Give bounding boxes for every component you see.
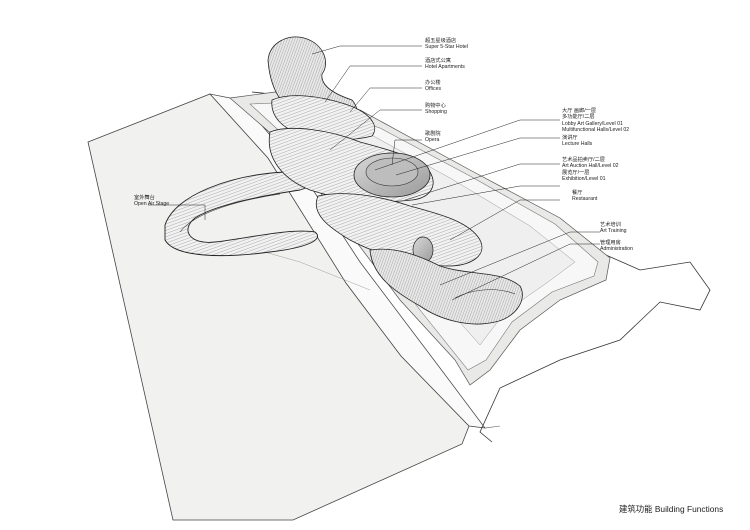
label-art-auction: 艺术品拍卖厅/二层 Art Auction Hall/Level 02 展览厅/… [562, 157, 619, 183]
label-administration: 管理用房 Administration [600, 240, 633, 253]
label-zh: 演讲厅 [562, 135, 578, 141]
label-en: Super 5-Star Hotel [425, 44, 468, 51]
label-open-air-stage: 室外舞台 Open Air Stage [134, 195, 169, 208]
label-restaurant: 餐厅 Restaurant [572, 190, 597, 203]
label-zh: 餐厅 [572, 190, 583, 196]
label-zh2: 展览厅/一层 [562, 169, 590, 176]
leader-lines [148, 45, 600, 301]
label-art-training: 艺术培训 Art Training [600, 222, 627, 235]
label-en: Art Training [600, 228, 627, 235]
label-en: Administration [600, 246, 633, 253]
label-hotel-apartments: 酒店式公寓 Hotel Apartments [425, 58, 465, 71]
label-zh: 室外舞台 [134, 195, 155, 201]
label-zh: 歌剧院 [425, 131, 441, 137]
label-zh: 办公楼 [425, 80, 441, 86]
label-shopping: 购物中心 Shopping [425, 103, 447, 116]
label-en2: Exhibition/Level 01 [562, 176, 606, 183]
label-zh: 购物中心 [425, 103, 446, 109]
label-en: Restaurant [572, 196, 598, 203]
label-zh: 大厅 画廊/一层 [562, 108, 597, 114]
label-en: Shopping [425, 109, 447, 116]
label-opera: 歌剧院 Opera [425, 131, 441, 144]
label-zh: 管理用房 [600, 240, 621, 246]
label-en: Lobby Art Gallery/Level 01 [562, 120, 623, 127]
label-zh: 超五星级酒店 [425, 38, 457, 44]
label-super-5-star-hotel: 超五星级酒店 Super 5-Star Hotel [425, 38, 468, 51]
building-mass [267, 36, 523, 325]
label-en: Art Auction Hall/Level 02 [562, 163, 619, 170]
label-en: Offices [425, 86, 442, 93]
label-lobby: 大厅 画廊/一层 多功能厅/二层 Lobby Art Gallery/Level… [562, 108, 629, 134]
label-en2: Multifunctional Halls/Level 02 [562, 127, 630, 134]
label-en: Lecture Halls [562, 141, 593, 148]
label-zh2: 多功能厅/二层 [562, 114, 595, 121]
label-en: Opera [425, 137, 440, 144]
label-zh: 艺术培训 [600, 222, 621, 228]
label-en: Hotel Apartments [425, 64, 465, 71]
label-en: Open Air Stage [134, 201, 170, 208]
label-offices: 办公楼 Offices [425, 80, 441, 93]
label-zh: 酒店式公寓 [425, 58, 451, 64]
diagram-title: 建筑功能 Building Functions [619, 504, 724, 514]
label-lecture-halls: 演讲厅 Lecture Halls [562, 135, 592, 148]
label-zh: 艺术品拍卖厅/二层 [562, 157, 605, 163]
